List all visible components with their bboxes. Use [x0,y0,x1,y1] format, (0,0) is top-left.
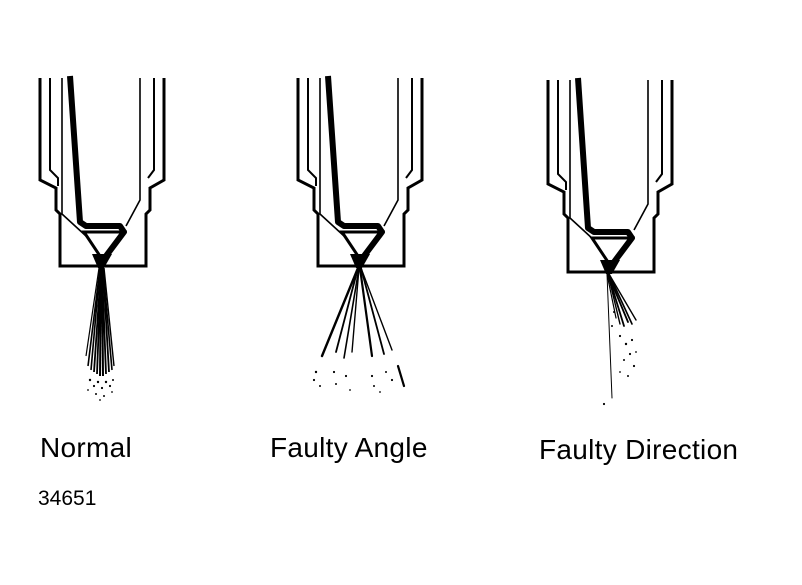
nozzle-inner-line-b [633,80,649,231]
spray-pattern-normal [85,267,115,377]
nozzle-orifice [350,254,370,268]
caption-faulty-angle: Faulty Angle [270,432,428,463]
nozzle-body-outline [38,78,166,268]
nozzle-orifice [92,254,112,268]
nozzle-body-outline [546,80,674,274]
nozzle-inner-wall-left [557,80,567,190]
nozzle-normal [38,75,166,401]
spray-pattern-faulty-angle [320,266,406,388]
nozzle-inner-wall-left [307,78,317,186]
nozzle-inner-wall-left [49,78,59,186]
spray-droplets-faulty-direction [602,311,637,406]
nozzle-orifice [600,260,620,274]
spray-droplets-normal [87,378,114,401]
spray-pattern-faulty-direction [606,273,637,399]
nozzle-inner-wall-right [405,78,413,179]
nozzle-inner-line-b [383,78,399,227]
nozzle-faulty-direction [546,77,674,406]
nozzle-inner-line-a [569,80,595,241]
nozzle-inner-line-a [319,78,345,237]
nozzle-inner-wall-right [655,80,663,183]
nozzle-inner-wall-right [147,78,155,179]
spray-droplets-faulty-angle [312,370,394,393]
nozzle-body-outline [296,78,424,268]
caption-normal: Normal [40,432,133,463]
nozzle-needle [575,77,635,264]
caption-faulty-direction: Faulty Direction [539,434,739,465]
nozzle-inner-line-a [61,78,87,237]
nozzle-inner-line-b [125,78,141,227]
nozzle-faulty-angle [296,75,424,393]
figure-number: 34651 [38,487,97,510]
